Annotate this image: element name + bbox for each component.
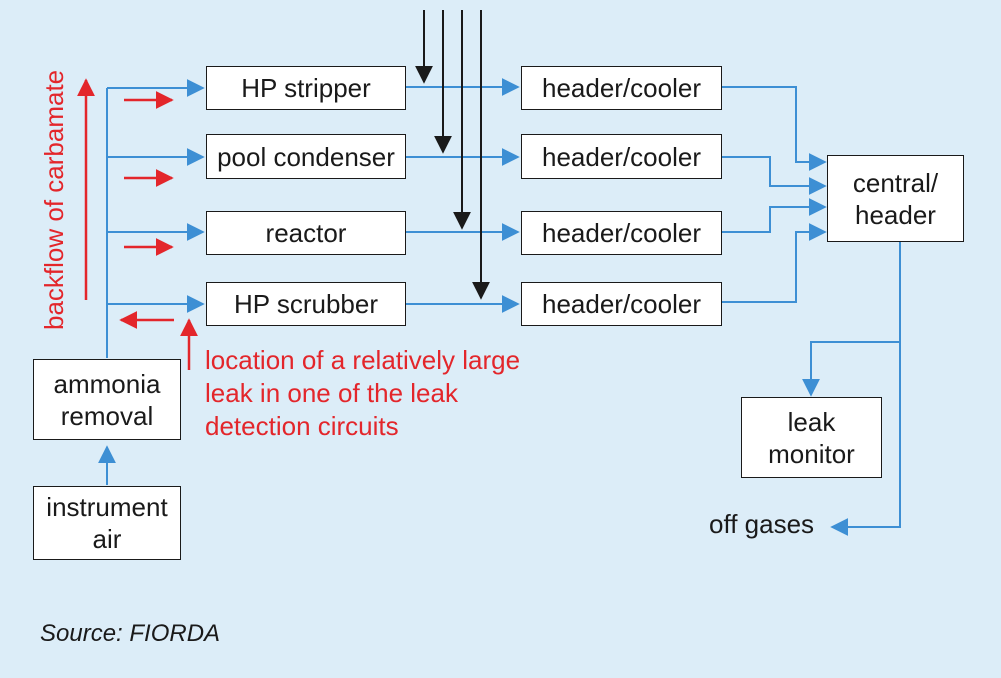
cooler-1-to-central-header [722,86,827,171]
cooler-4-to-central-header [722,223,827,303]
hp-scrubber-box: HP scrubber [206,282,406,326]
leak-note-line-2: leak in one of the leak [205,378,458,408]
off-gases-label: off gases [709,509,815,539]
header-cooler-4: header/cooler [521,282,722,326]
header-cooler-2: header/cooler [521,134,722,179]
leak-monitor-box: leak monitor [741,397,882,478]
backflow-label: backflow of carbamate [39,69,69,330]
cooler-3-to-central-header [722,198,827,233]
central-header-outlet [830,242,901,536]
source-caption: Source: FIORDA [40,620,221,647]
branch-to-leak-monitor [802,341,900,397]
header-cooler-1: header/cooler [521,66,722,110]
central-header-box: central/ header [827,155,964,242]
instrument-air-box: instrument air [33,486,181,560]
header-cooler-3: header/cooler [521,211,722,255]
hp-stripper-box: HP stripper [206,66,406,110]
ammonia-removal-box: ammonia removal [33,359,181,440]
pool-condenser-box: pool condenser [206,134,406,179]
cooler-2-to-central-header [722,156,827,195]
reactor-box: reactor [206,211,406,255]
leak-note-line-1: location of a relatively large [205,345,521,375]
leak-note-line-3: detection circuits [205,411,399,441]
